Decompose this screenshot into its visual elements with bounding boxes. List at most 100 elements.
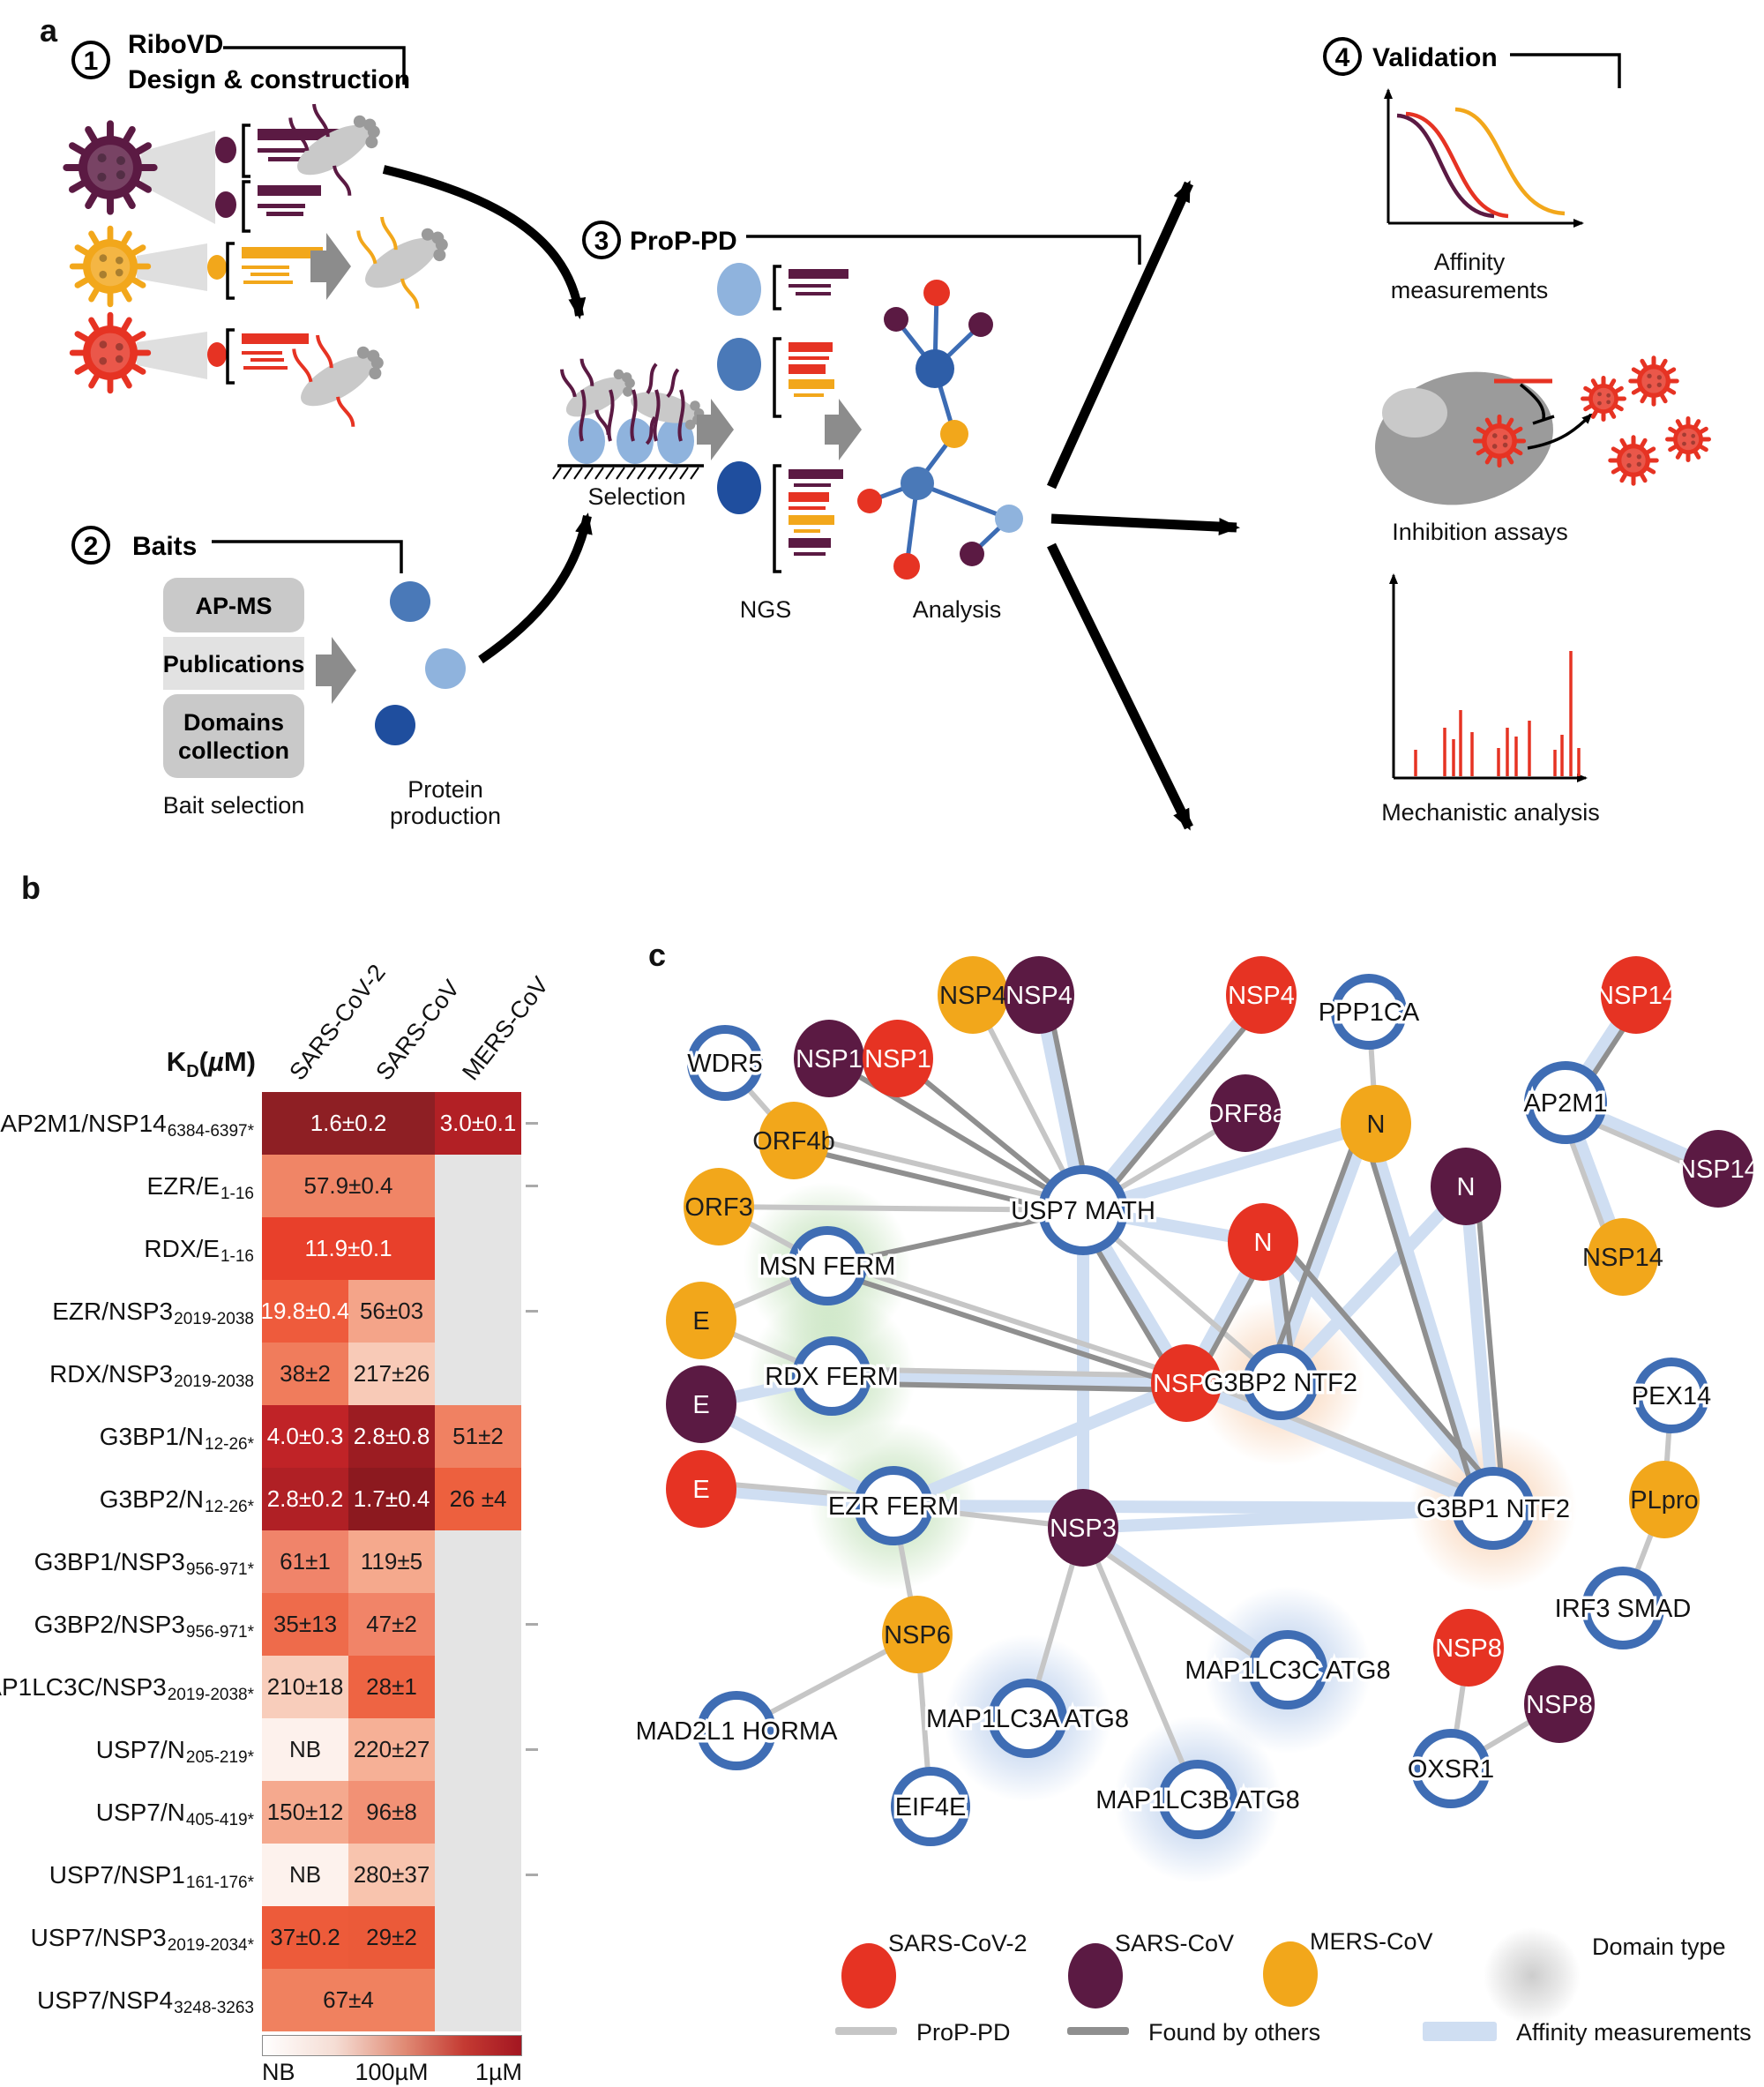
label-msn: MSN FERM xyxy=(759,1253,896,1281)
bait-bead xyxy=(568,418,605,464)
analysis-node xyxy=(893,553,920,580)
label-nsp6: NSP6 xyxy=(884,1621,951,1649)
analysis-node xyxy=(884,307,908,332)
heatmap-cell: 4.0±0.3 xyxy=(262,1405,348,1468)
heatmap-cell: 19.8±0.4 xyxy=(260,1280,350,1343)
edge-others-rdx-nsp3r xyxy=(828,1380,1189,1393)
step-4-title: Validation xyxy=(1372,43,1498,72)
panel-b-label: b xyxy=(21,870,41,906)
analysis-node xyxy=(940,420,968,448)
bracket xyxy=(226,242,235,300)
curved-arrow-to-selection xyxy=(382,165,587,319)
bracket xyxy=(226,328,235,385)
heatmap-cell: 28±1 xyxy=(348,1656,435,1718)
scale-label-nb: NB xyxy=(262,2059,295,2085)
node-g3bp2 xyxy=(1243,1344,1319,1420)
bracket xyxy=(242,123,250,178)
label-nr: N xyxy=(1254,1229,1273,1257)
domains-box xyxy=(163,694,304,778)
phage-icon xyxy=(288,103,380,196)
edge-propd-rdx-nsp3r xyxy=(829,1366,1190,1380)
bait-bead xyxy=(617,418,654,464)
step-1-header: 1 RiboVD Design & construction xyxy=(71,30,410,94)
step-3-bracket-line xyxy=(746,235,1141,265)
node-nsp4p xyxy=(1004,956,1074,1034)
analysis-node xyxy=(960,542,984,566)
legend-swatch-others xyxy=(1067,2027,1129,2035)
label-nsp4y: NSP4 xyxy=(939,982,1006,1010)
heatmap-cell: 38±2 xyxy=(262,1343,348,1405)
node-ppp1ca xyxy=(1331,974,1407,1050)
legend-label-others: Found by others xyxy=(1148,2019,1320,2046)
label-rdx: RDX FERM xyxy=(765,1363,898,1391)
node-eif4e xyxy=(891,1767,970,1846)
node-wdr5 xyxy=(687,1025,763,1101)
row-tick xyxy=(526,1185,538,1187)
heatmap-cell: 3.0±0.1 xyxy=(435,1092,521,1155)
peptide-bars-sars-cov-2 xyxy=(242,333,309,370)
node-ap2m1 xyxy=(1524,1061,1607,1144)
heatmap-cell: 150±12 xyxy=(262,1781,348,1844)
step-2-header: 2 Baits xyxy=(71,526,403,573)
row-label-main: USP7/N xyxy=(95,1798,185,1826)
virus-icons xyxy=(63,120,158,394)
node-msn xyxy=(788,1226,867,1305)
heatmap-cell xyxy=(435,1343,521,1405)
label-orf4b: ORF4b xyxy=(752,1127,834,1156)
heatmap-cell xyxy=(435,1906,521,1969)
ngs-illustration: NGS xyxy=(717,263,848,623)
node-lc3a xyxy=(988,1679,1067,1758)
bait-sources: AP-MS Publications Domains collection Ba… xyxy=(163,578,305,819)
node-oxsr1 xyxy=(1411,1729,1491,1808)
virus-icon-in-cell xyxy=(1472,414,1527,468)
heatmap-cell: 1.6±0.2 xyxy=(262,1092,435,1155)
node-irf3 xyxy=(1581,1567,1664,1649)
row-label-subscript: 6384-6397* xyxy=(167,1121,254,1141)
row-label-subscript: 1-16 xyxy=(220,1246,254,1266)
row-label-subscript: 2019-2038* xyxy=(167,1685,254,1704)
heatmap-cell: 1.7±0.4 xyxy=(348,1468,435,1530)
legend-swatch-sars xyxy=(1068,1943,1123,2008)
label-nsp8r: NSP8 xyxy=(1435,1634,1502,1663)
step-1-circle xyxy=(71,41,110,79)
phage-icon xyxy=(356,216,448,309)
bait-bead xyxy=(657,418,694,464)
legend-swatch-mers xyxy=(1263,1941,1318,2007)
label-nsp14p: NSP14 xyxy=(1678,1156,1759,1184)
protein-dot xyxy=(375,705,415,745)
label-ap2m1: AP2M1 xyxy=(1523,1089,1607,1118)
bait-selection-label: Bait selection xyxy=(163,792,305,819)
protein-dot xyxy=(425,648,466,689)
binding-curve-sars-cov-2 xyxy=(1405,111,1509,219)
label-nsp1r: NSP1 xyxy=(864,1045,931,1073)
network-nodes xyxy=(666,956,1753,1846)
heatmap-cell: 2.8±0.8 xyxy=(348,1405,435,1468)
edge-others-msn-nsp3r xyxy=(823,1267,1188,1390)
bait-dot-medium xyxy=(717,338,761,391)
row-label-subscript: 161-176* xyxy=(185,1873,254,1892)
row-label-main: G3BP2/NSP3 xyxy=(34,1610,185,1638)
curved-arrow-from-baits xyxy=(478,512,593,664)
bait-dot-light xyxy=(717,263,761,316)
row-label-main: EZR/NSP3 xyxy=(52,1297,174,1325)
label-nsp4r: NSP4 xyxy=(1228,982,1295,1010)
bait-dot-dark xyxy=(717,461,761,514)
edge-others-g3bp2-ny xyxy=(1264,1116,1365,1380)
row-label-subscript: 956-971* xyxy=(185,1622,254,1642)
edge-others-usp7-orf4b xyxy=(789,1143,1085,1219)
legend-label-domain-type: Domain type xyxy=(1592,1934,1726,1960)
row-label-subscript: 405-419* xyxy=(185,1810,254,1829)
peptide-bars-mers-cov xyxy=(242,247,323,284)
edge-affinity-ezr-nsp3r xyxy=(887,1377,1192,1512)
node-np xyxy=(1431,1148,1501,1225)
